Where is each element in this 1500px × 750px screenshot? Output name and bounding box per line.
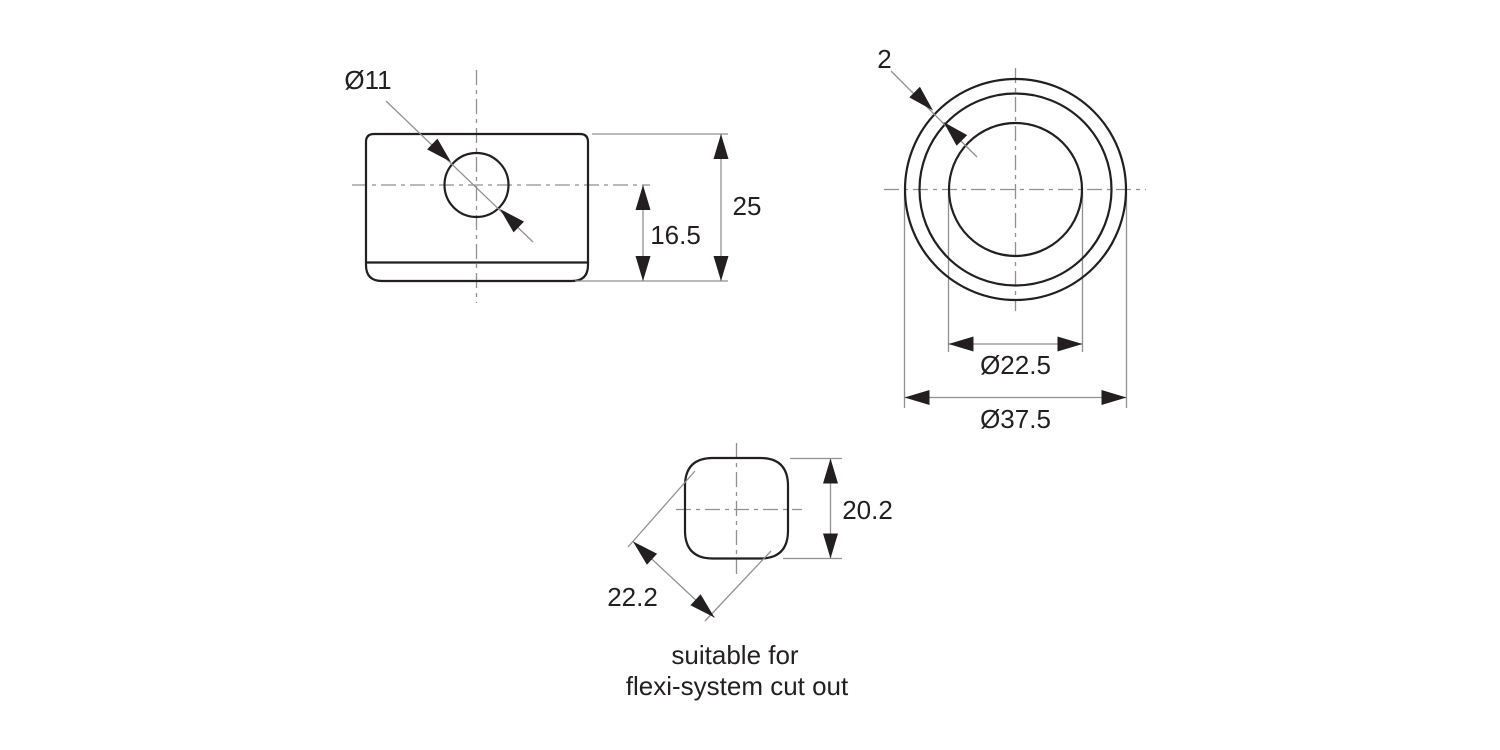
dim-20-2-arrow-up-icon bbox=[823, 458, 838, 484]
middle-circle bbox=[918, 92, 1113, 287]
note-line-2: flexi-system cut out bbox=[626, 671, 849, 701]
dim-16-5-arrow-down-icon bbox=[635, 256, 651, 281]
dim-25-arrow-down-icon bbox=[713, 256, 729, 281]
hole-leader-arrow-upper-icon bbox=[427, 138, 451, 162]
diagonal-extension-line-lower bbox=[704, 550, 772, 622]
dim-22-5-arrow-left-icon bbox=[948, 336, 974, 352]
dim-16-5-arrow-up-icon bbox=[635, 185, 651, 210]
thickness-arrow-outer-icon bbox=[909, 86, 933, 111]
inner-diameter-label: Ø22.5 bbox=[980, 350, 1051, 380]
dim-16-5-label: 16.5 bbox=[650, 220, 701, 250]
dim-37-5-arrow-left-icon bbox=[904, 390, 930, 405]
body-outline bbox=[364, 132, 590, 283]
dim-22-5-arrow-right-icon bbox=[1057, 336, 1083, 352]
dim-25-label: 25 bbox=[733, 191, 762, 221]
note-line-1: suitable for bbox=[671, 640, 799, 670]
dim-22-2-arrow-upper-icon bbox=[633, 541, 658, 565]
thickness-arrow-inner-icon bbox=[943, 122, 968, 146]
cutout-view: 20.2 22.2 suitable for flexi-system cut … bbox=[607, 443, 893, 701]
cutout-height-label: 20.2 bbox=[842, 495, 893, 525]
side-view: Ø11 16.5 25 bbox=[344, 65, 761, 303]
thickness-leader-line bbox=[890, 70, 978, 158]
cutout-diagonal-label: 22.2 bbox=[607, 582, 658, 612]
outer-diameter-label: Ø37.5 bbox=[980, 404, 1051, 434]
hole-circle bbox=[443, 151, 510, 219]
front-view: 2 Ø22.5 Ø37.5 bbox=[877, 44, 1146, 434]
hole-leader-arrow-lower-icon bbox=[500, 209, 524, 233]
outer-circle bbox=[903, 77, 1128, 302]
hole-diameter-label: Ø11 bbox=[344, 65, 391, 95]
dim-22-2-arrow-lower-icon bbox=[690, 594, 715, 618]
thickness-label: 2 bbox=[877, 44, 891, 74]
diagonal-extension-line-upper bbox=[627, 470, 696, 548]
dim-37-5-arrow-right-icon bbox=[1101, 390, 1127, 405]
inner-circle bbox=[947, 121, 1084, 258]
dim-25-arrow-up-icon bbox=[713, 134, 729, 159]
dim-20-2-arrow-down-icon bbox=[823, 533, 838, 559]
cutout-shape bbox=[683, 456, 790, 560]
